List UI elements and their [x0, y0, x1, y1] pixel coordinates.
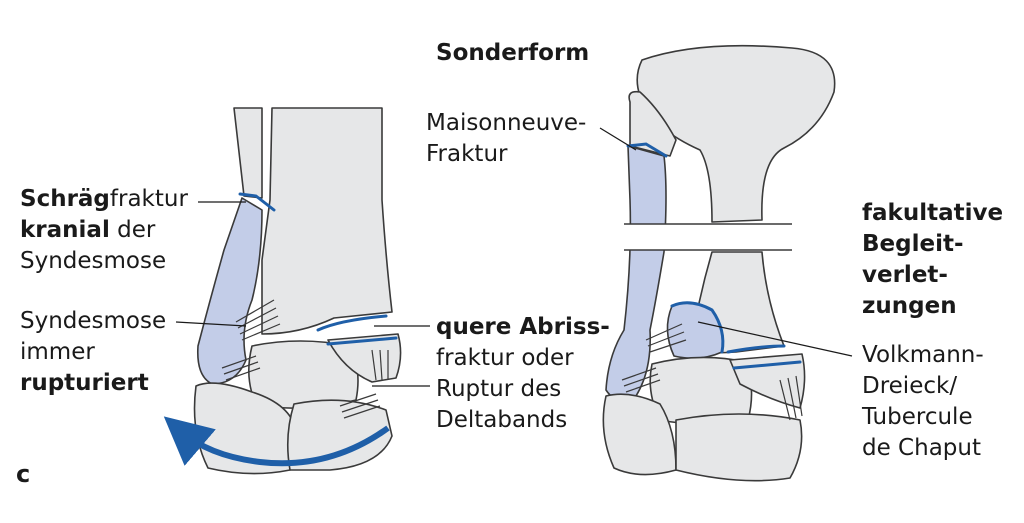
figure-title: Sonderform — [436, 40, 590, 66]
optional-injuries-label: fakultative Begleit- verlet- zungen — [862, 200, 1004, 319]
left-fracture-lines — [238, 192, 398, 346]
left-ligaments — [221, 299, 389, 419]
avulsion-label: quere Abriss- fraktur oder Ruptur des De… — [436, 314, 610, 433]
right-fracture-lines — [626, 142, 802, 370]
left-fibula-upper — [233, 107, 263, 199]
syndesmosis-label: Syndesmose immer rupturiert — [20, 308, 167, 396]
rotation-arrow-icon — [163, 416, 390, 467]
panel-letter: c — [16, 460, 31, 488]
right-navicular — [675, 413, 803, 482]
volkmann-label: Volkmann- Dreieck/ Tubercule de Chaput — [862, 342, 984, 461]
maisonneuve-label: Maisonneuve- Fraktur — [426, 110, 587, 167]
right-fibula-head — [628, 90, 677, 157]
right-leg — [602, 44, 836, 482]
shaft-break-band — [620, 224, 792, 250]
left-navicular — [286, 399, 393, 471]
left-tibia — [261, 107, 393, 335]
left-medial-fragment — [327, 333, 402, 383]
right-ligaments — [621, 323, 803, 421]
left-ankle — [193, 107, 402, 475]
right-leader-lines — [599, 127, 853, 357]
oblique-fracture-label: Schrägfraktur kranial der Syndesmose — [20, 186, 188, 274]
left-leader-lines — [175, 201, 430, 387]
